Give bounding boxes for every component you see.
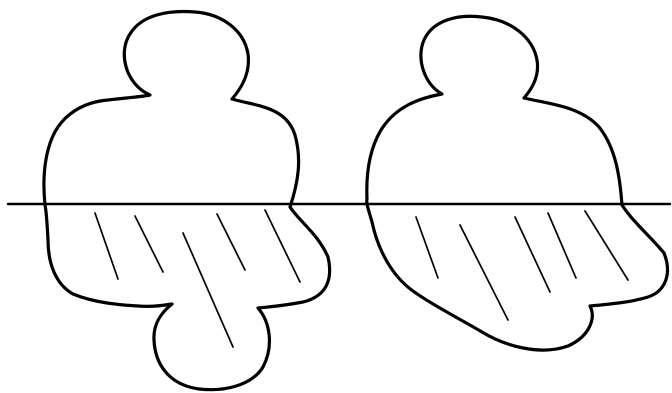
right-submerged-hatching [416, 211, 628, 320]
right-figure-outline [367, 16, 668, 350]
left-figure [44, 12, 330, 390]
right-figure [367, 16, 668, 350]
left-submerged-hatching [95, 210, 300, 347]
left-figure-outline [44, 12, 330, 390]
